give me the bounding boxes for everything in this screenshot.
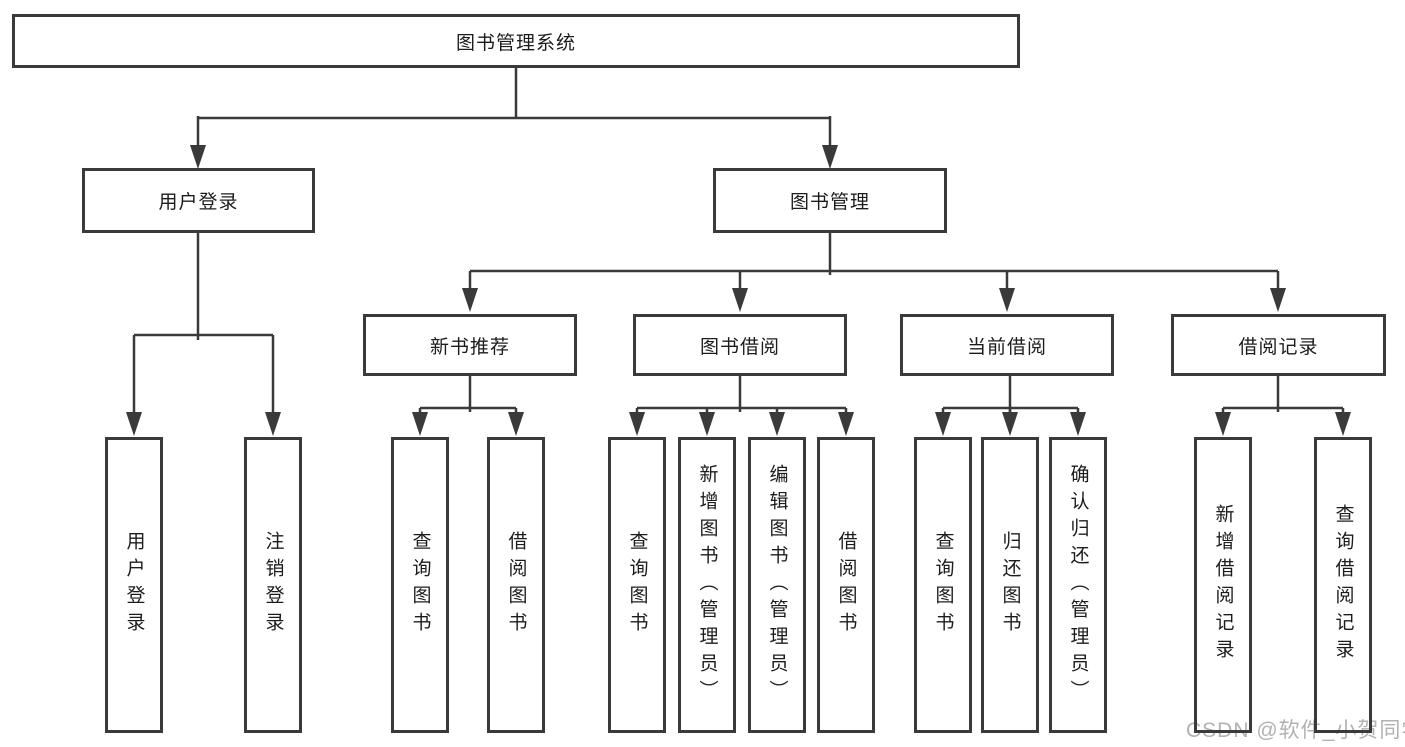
- arrowhead: [699, 412, 715, 436]
- arrowhead: [126, 412, 142, 436]
- leaf-query-book-a: 查询图书: [391, 437, 449, 733]
- arrowhead: [1070, 412, 1086, 436]
- connector-leaf-stems: [418, 408, 1345, 415]
- node-new-book-recommend: 新书推荐: [363, 314, 577, 376]
- arrowhead: [412, 412, 428, 436]
- arrowhead: [838, 412, 854, 436]
- arrowhead: [1215, 412, 1231, 436]
- connector-book-management-rail: [468, 233, 1280, 291]
- arrowhead: [935, 412, 951, 436]
- leaf-query-book-c: 查询图书: [914, 437, 972, 733]
- arrowhead: [1335, 412, 1351, 436]
- connector-user-login-subtree: [132, 233, 275, 414]
- leaf-query-borrow-record: 查询借阅记录: [1314, 437, 1372, 733]
- connector-root-trunk: [196, 67, 832, 147]
- leaf-edit-book: 编辑图书（管理员）: [748, 437, 806, 733]
- arrowhead: [822, 145, 838, 169]
- leaf-return-book: 归还图书: [981, 437, 1039, 733]
- arrowheads: [126, 145, 1351, 436]
- leaf-query-book-b: 查询图书: [608, 437, 666, 733]
- node-book-management: 图书管理: [713, 168, 947, 233]
- node-book-borrow: 图书借阅: [633, 314, 847, 376]
- leaf-borrow-book-a: 借阅图书: [487, 437, 545, 733]
- arrowhead: [769, 412, 785, 436]
- leaf-user-login: 用户登录: [105, 437, 163, 733]
- leaf-borrow-book-b: 借阅图书: [817, 437, 875, 733]
- node-user-login: 用户登录: [82, 168, 315, 233]
- arrowhead: [265, 412, 281, 436]
- node-current-borrow: 当前借阅: [900, 314, 1114, 376]
- leaf-confirm-return: 确认归还（管理员）: [1049, 437, 1107, 733]
- arrowhead: [732, 288, 748, 312]
- leaf-add-book: 新增图书（管理员）: [678, 437, 736, 733]
- arrowhead: [462, 288, 478, 312]
- arrowhead: [190, 145, 206, 169]
- leaf-add-borrow-record: 新增借阅记录: [1194, 437, 1252, 733]
- arrowhead: [1270, 288, 1286, 312]
- arrowhead: [629, 412, 645, 436]
- node-root: 图书管理系统: [12, 14, 1020, 68]
- node-borrow-record: 借阅记录: [1171, 314, 1386, 376]
- connector-level3-stubs: [468, 376, 1280, 412]
- leaf-logout: 注销登录: [244, 437, 302, 733]
- arrowhead: [1002, 412, 1018, 436]
- arrowhead: [508, 412, 524, 436]
- csdn-watermark: CSDN @软件_小贺同学: [1186, 719, 1405, 742]
- arrowhead: [999, 288, 1015, 312]
